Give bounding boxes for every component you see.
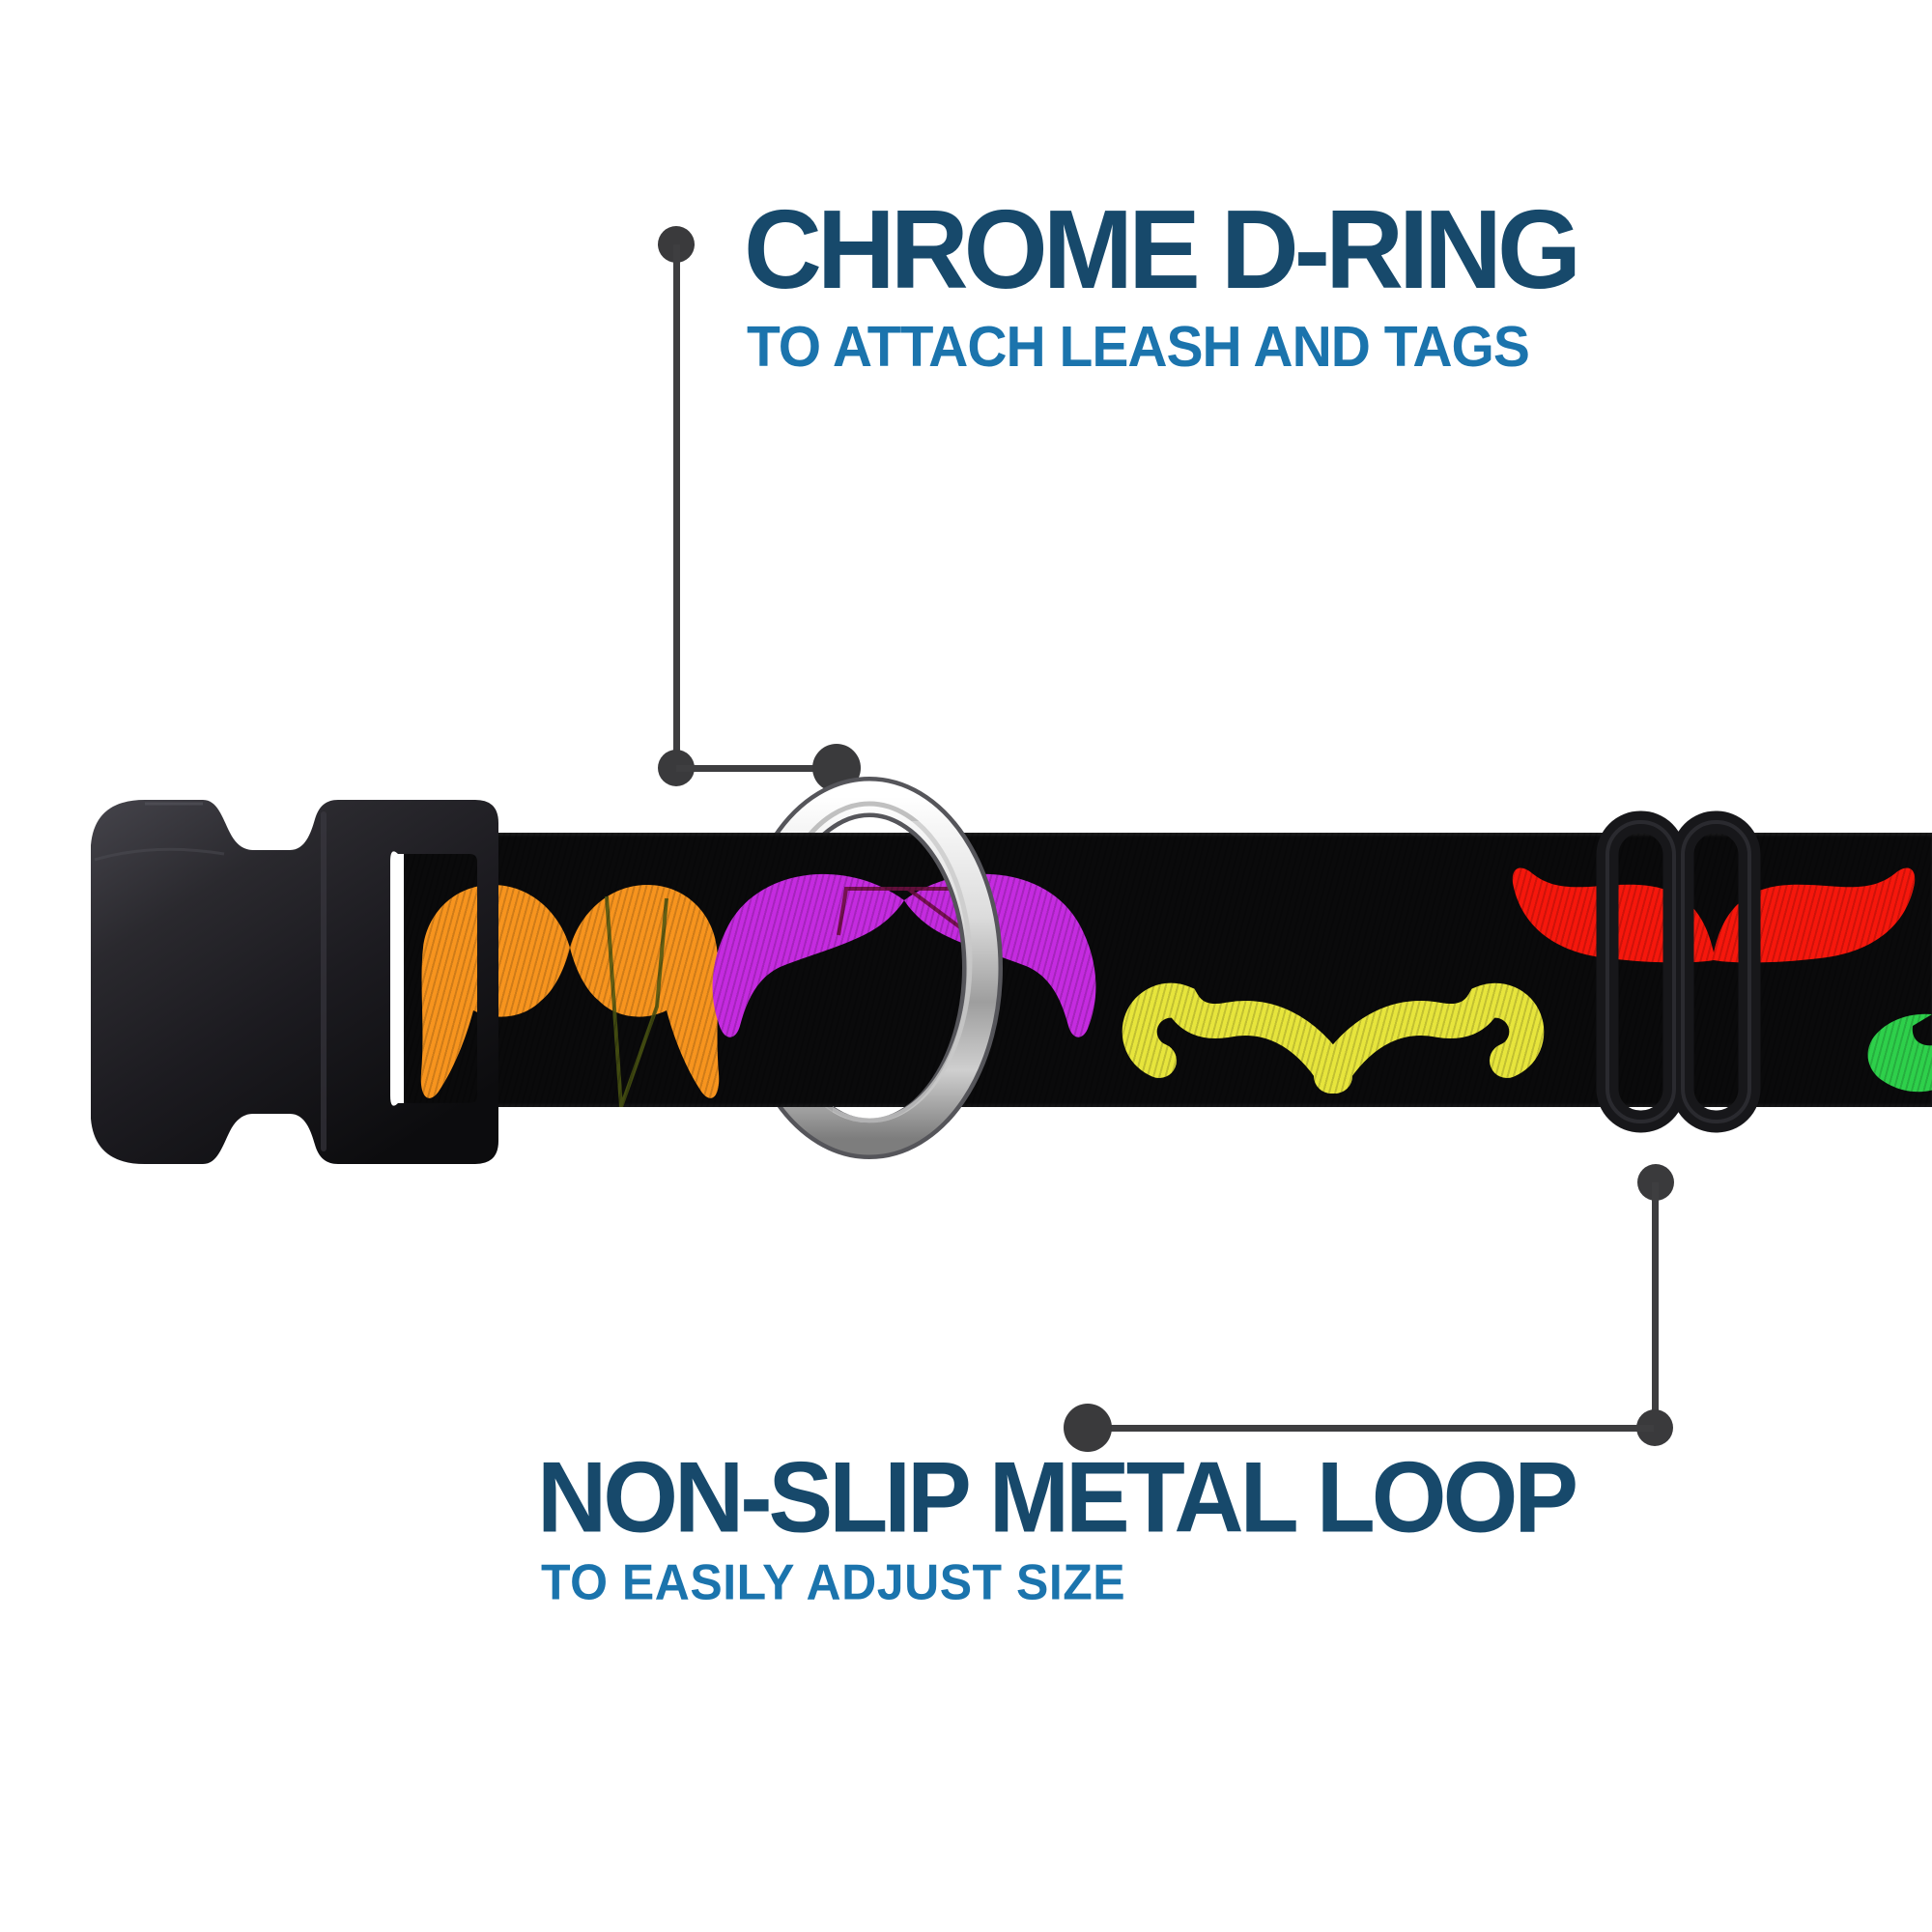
- callout-bottom-dot-end: [1064, 1404, 1112, 1452]
- callout-bottom-title: NON-SLIP METAL LOOP: [537, 1440, 1578, 1554]
- callout-bottom-line-horizontal: [1088, 1425, 1654, 1432]
- slider-top-notch: [1669, 805, 1689, 824]
- slider-bottom-notch: [1669, 1121, 1689, 1140]
- callout-bottom-subtitle: TO EASILY ADJUST SIZE: [541, 1553, 1126, 1611]
- mustache-yellow: [1122, 982, 1545, 1094]
- callout-top-line-vertical: [673, 244, 680, 768]
- callout-bottom-line-vertical: [1652, 1182, 1659, 1428]
- mustache-green: [1867, 1013, 1932, 1093]
- mustache-purple: [712, 873, 1096, 1037]
- callout-top-line-horizontal: [676, 765, 837, 772]
- callout-top-title: CHROME D-RING: [744, 185, 1581, 312]
- callout-top-subtitle: TO ATTACH LEASH AND TAGS: [747, 314, 1530, 380]
